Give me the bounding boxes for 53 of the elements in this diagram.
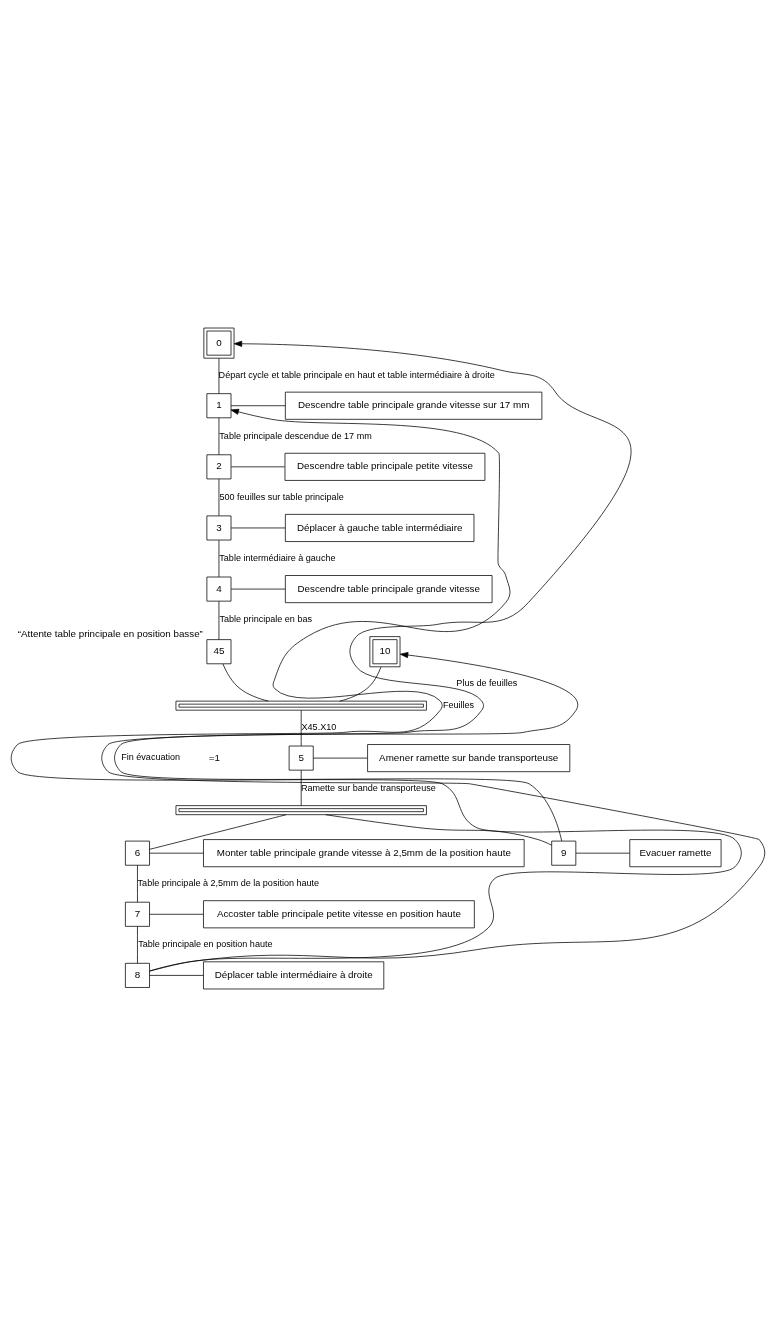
- connector: [137, 926, 138, 964]
- connector: [339, 666, 382, 702]
- node-box: Descendre table principale grande vitesse sur 17 mm: [284, 391, 543, 420]
- node-box: 6: [125, 840, 150, 866]
- arrow: [101, 340, 766, 972]
- edge-label: Fin évacuation: [121, 752, 181, 763]
- edge-label: 500 feuilles sur table principale: [219, 491, 344, 502]
- arrow: [10, 408, 742, 972]
- node-box: Accoster table principale petite vitesse en position haute: [203, 900, 475, 929]
- node-box: 45: [206, 639, 232, 665]
- edge-label: X45.X10: [301, 721, 337, 732]
- node-label: “Attente table principale en position basse”: [17, 627, 203, 639]
- connector: [218, 357, 220, 395]
- label: =1: [208, 751, 221, 763]
- connector: [312, 757, 368, 759]
- connector: [230, 527, 286, 529]
- node-box: Descendre table principale grande vitesse: [284, 575, 493, 604]
- node-box: Monter table principale grande vitesse à 2,5mm de la position haute: [203, 839, 525, 868]
- edge-label: Départ cycle et table principale en haut et table intermédiaire à droite: [218, 369, 495, 380]
- node-box: Descendre table principale petite vitesse: [284, 452, 486, 481]
- edge-label: Table intermédiaire à gauche: [219, 552, 336, 563]
- node-box: Déplacer table intermédiaire à droite: [203, 961, 385, 990]
- connector: [575, 852, 630, 854]
- node-box: Evacuer ramette: [629, 839, 722, 868]
- node-box: 2: [206, 454, 232, 480]
- node-box: Amener ramette sur bande transporteuse: [367, 744, 571, 773]
- connector: [325, 814, 552, 846]
- connector: [149, 975, 204, 976]
- node-box: 4: [206, 576, 232, 602]
- connector: [218, 417, 220, 455]
- connector: [137, 865, 138, 903]
- connector: [149, 814, 287, 850]
- edge-label: Table principale descendue de 17 mm: [219, 430, 372, 441]
- connector: [149, 913, 204, 915]
- connector: [149, 852, 204, 854]
- node-box: Déplacer à gauche table intermédiaire: [284, 514, 475, 542]
- edge-label: Feuilles: [442, 700, 475, 710]
- edge-label: Table principale en bas: [219, 613, 312, 624]
- connector: [300, 710, 302, 747]
- node-box: 3: [206, 515, 232, 541]
- node-box: 5: [288, 745, 314, 771]
- node-box: 7: [125, 901, 150, 927]
- edge-label: Plus de feuilles: [456, 678, 518, 689]
- node-box: 1: [206, 393, 232, 419]
- edge-label: Table principale en position haute: [138, 939, 273, 950]
- arrow: [114, 652, 579, 842]
- node-box: 8: [125, 962, 150, 988]
- connector: [218, 600, 220, 640]
- node-box: 9: [551, 840, 577, 866]
- connector: [230, 405, 286, 407]
- edge-label: Ramette sur bande transporteuse: [300, 782, 436, 793]
- connector: [300, 769, 302, 806]
- connector: [222, 663, 269, 702]
